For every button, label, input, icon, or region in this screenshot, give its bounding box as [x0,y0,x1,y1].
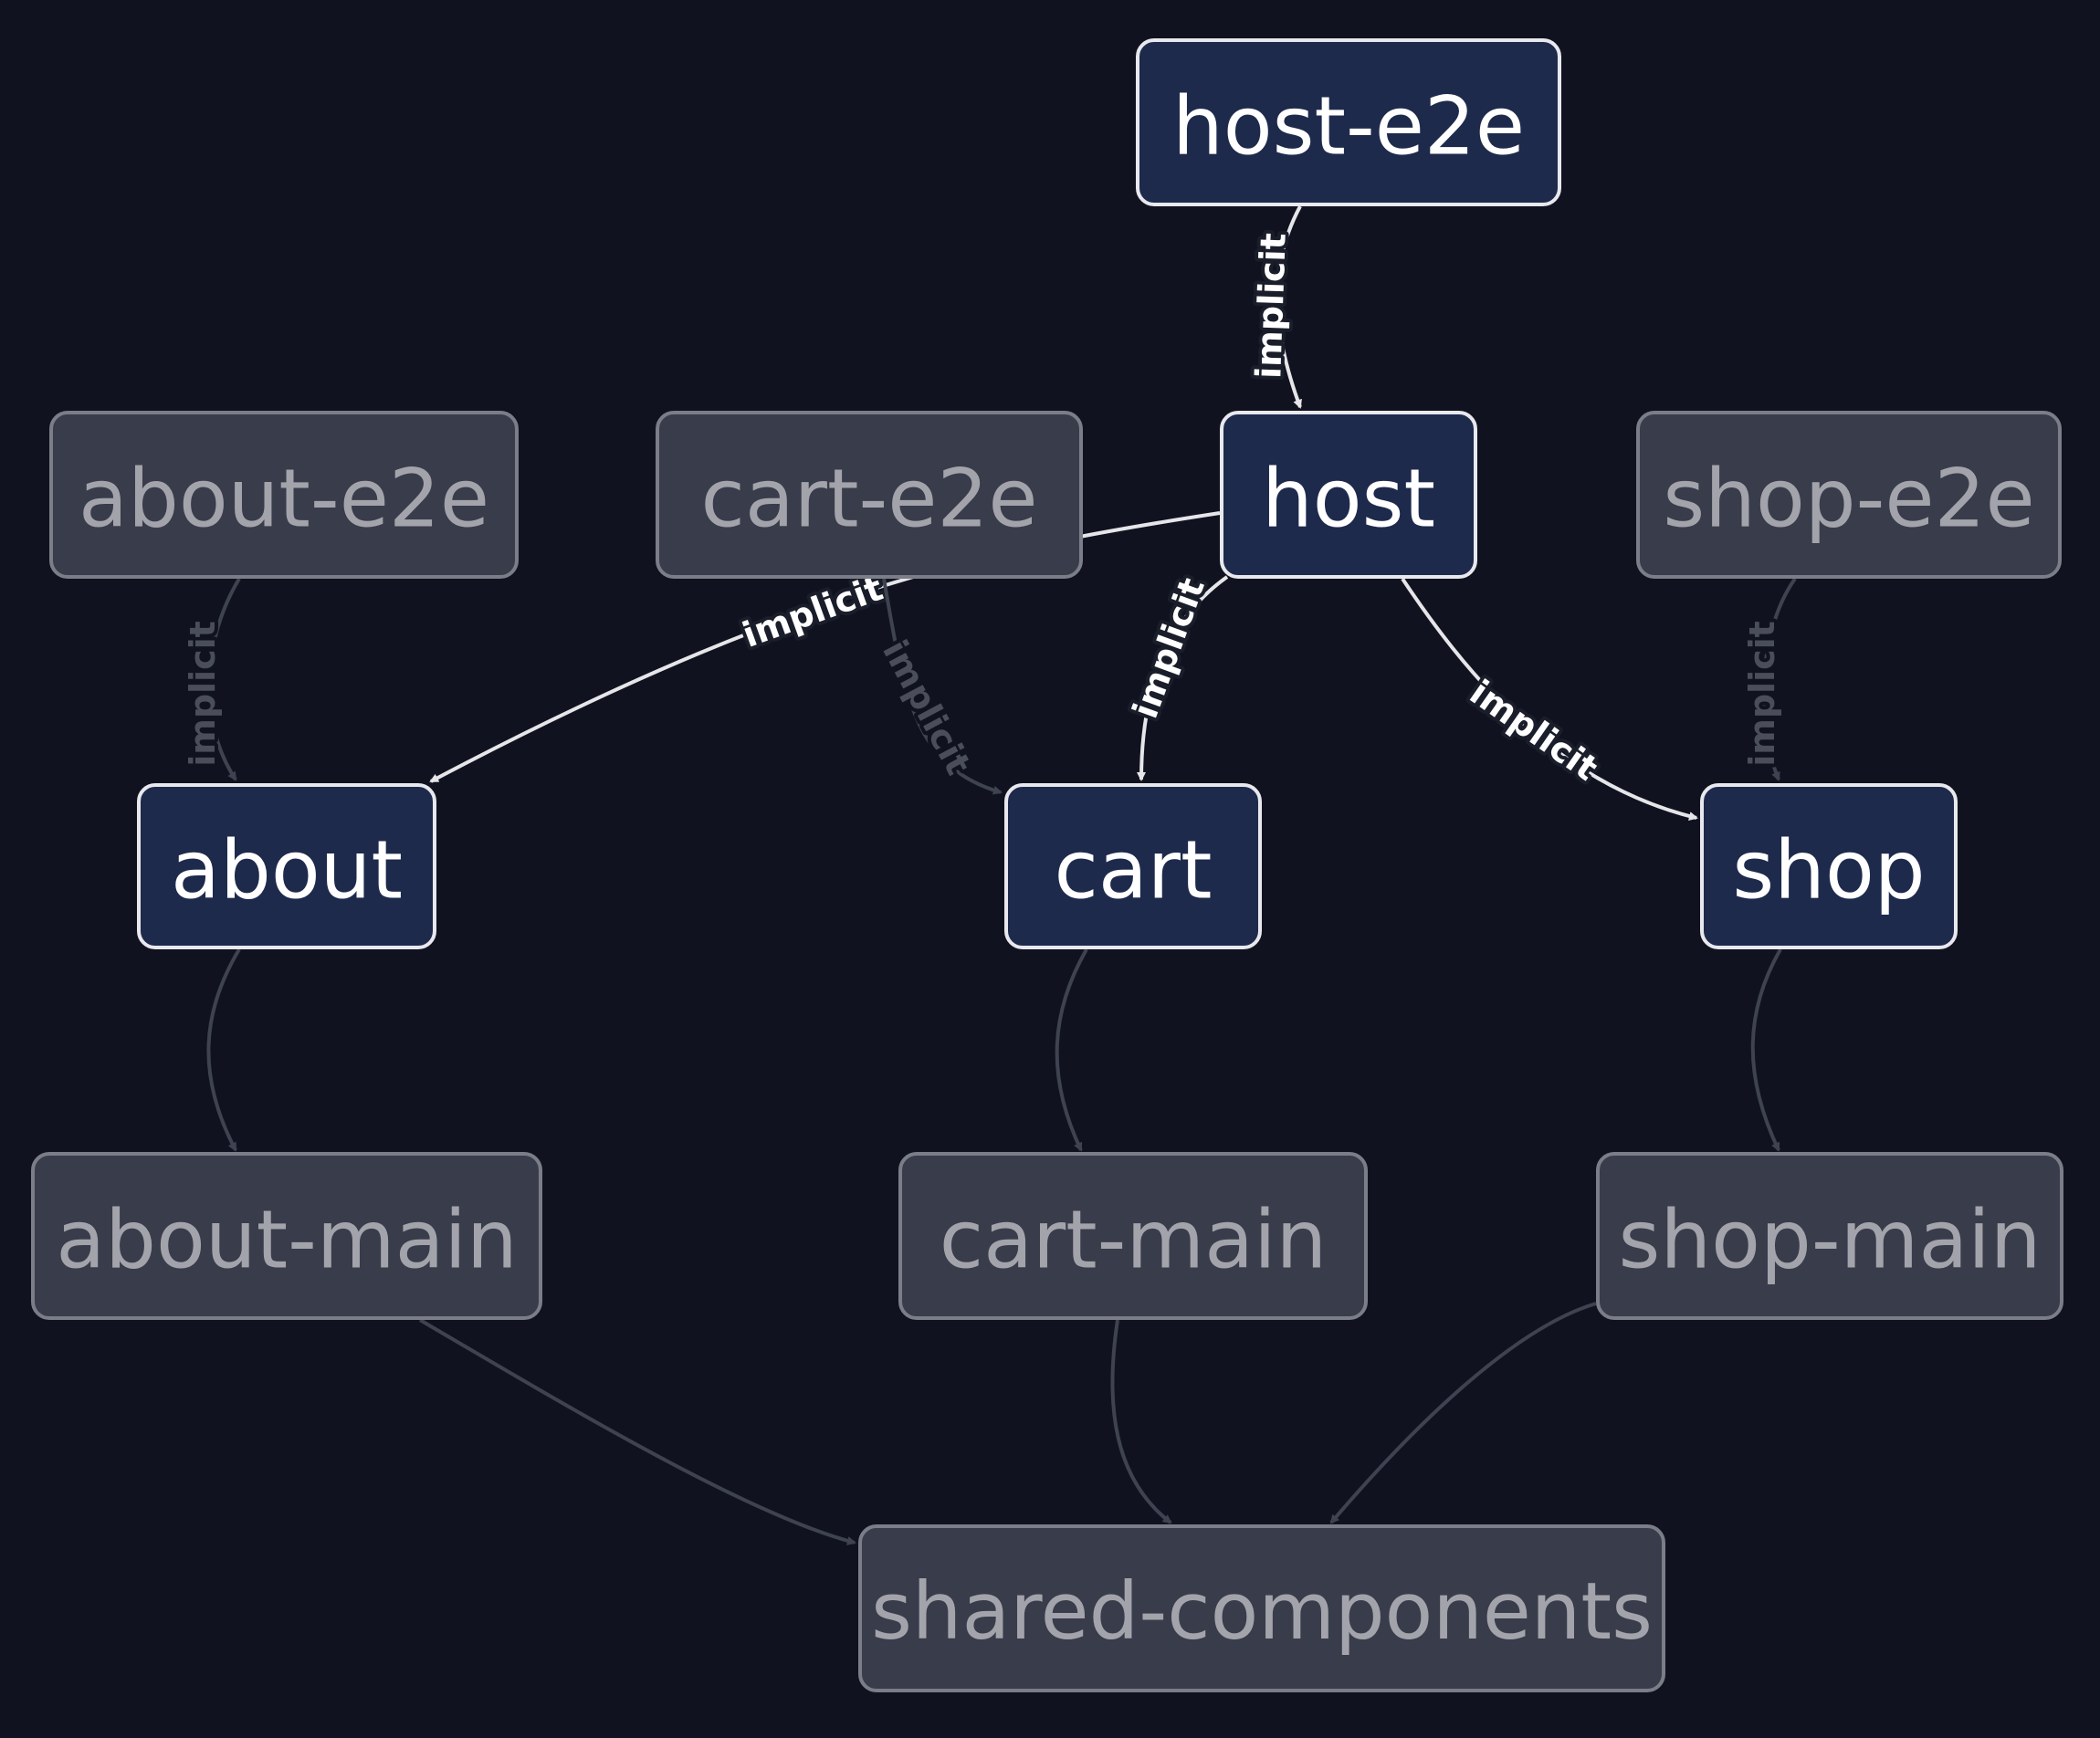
node-box[interactable] [1700,783,1958,949]
edge-host-to-cart: implicit [1121,569,1229,781]
node-box[interactable] [1220,411,1477,579]
node-label: cart-main [940,1193,1328,1287]
edge-line [1401,577,1698,821]
node-box[interactable] [49,411,519,579]
node-host[interactable]: host [1220,411,1477,579]
edge-shop-main-to-shared-components [1329,1302,1597,1524]
edge-label: implicit [1463,672,1605,789]
node-box[interactable] [1004,783,1262,949]
node-host-e2e[interactable]: host-e2e [1136,38,1561,206]
node-label: shop-main [1619,1193,2042,1287]
node-about-e2e[interactable]: about-e2e [49,411,519,579]
nodes-layer: host-e2e about-e2e cart-e2e host shop-e2e abo… [31,38,2063,1692]
node-label: host [1262,452,1435,546]
edge-shop-to-shop-main [1750,948,1782,1152]
node-box[interactable] [898,1152,1368,1320]
node-label: shop-e2e [1663,452,2034,546]
node-label: shared-components [871,1566,1653,1658]
node-label: about [171,823,403,917]
edge-cart-main-to-shared-components [1110,1319,1172,1524]
node-cart-main[interactable]: cart-main [898,1152,1368,1320]
node-shared-components[interactable]: shared-components [858,1524,1665,1692]
edge-about-to-about-main [206,948,241,1152]
edge-shop-e2e-to-shop: implicit [1738,577,1797,781]
edge-about-main-to-shared-components [418,1318,856,1545]
node-cart-e2e[interactable]: cart-e2e [656,411,1083,579]
edge-label: implicit [1125,572,1213,723]
node-label: about-e2e [79,452,489,546]
node-about[interactable]: about [137,783,436,949]
edge-label: implicit [737,568,887,655]
node-box[interactable] [31,1152,542,1320]
edge-host-to-shop: implicit [1401,577,1698,821]
node-label: about-main [56,1193,518,1287]
edge-label: implicit [1742,621,1782,767]
node-box[interactable] [1596,1152,2063,1320]
node-box[interactable] [137,783,436,949]
edge-line [1110,1319,1172,1524]
edge-cart-e2e-to-cart: implicit [871,578,1003,795]
edge-line [1750,948,1782,1152]
node-label: host-e2e [1172,79,1525,173]
node-box[interactable] [656,411,1083,579]
node-box[interactable] [1636,411,2062,579]
edge-line [1055,948,1088,1152]
node-cart[interactable]: cart [1004,783,1262,949]
node-about-main[interactable]: about-main [31,1152,542,1320]
node-label: shop [1732,823,1925,917]
edge-line [418,1318,856,1545]
edge-line [882,578,1003,795]
edge-label: implicit [875,633,979,781]
node-box[interactable] [858,1524,1665,1692]
edge-line [206,948,241,1152]
node-shop-main[interactable]: shop-main [1596,1152,2063,1320]
node-box[interactable] [1136,38,1561,206]
edge-line [207,577,241,781]
edge-host-e2e-to-host: implicit [1244,205,1302,409]
node-label: cart-e2e [700,452,1037,546]
edge-line [1137,575,1229,781]
node-shop[interactable]: shop [1700,783,1958,949]
node-label: cart [1055,823,1213,917]
edge-cart-to-cart-main [1055,948,1088,1152]
edge-line [1276,205,1302,409]
node-shop-e2e[interactable]: shop-e2e [1636,411,2062,579]
edge-line [1761,577,1797,781]
edge-about-e2e-to-about: implicit [179,577,241,781]
edge-label: implicit [1248,232,1294,379]
edge-label: implicit [183,621,223,767]
edge-line [1329,1302,1597,1524]
